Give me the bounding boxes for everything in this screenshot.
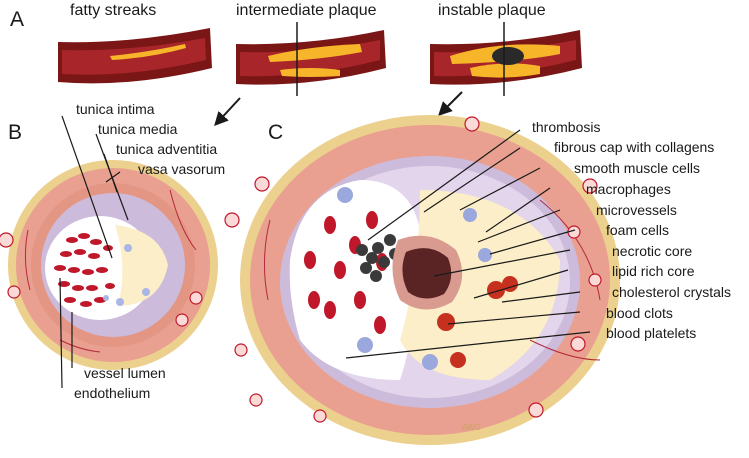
panel-label-c: C xyxy=(268,121,284,144)
stage-title-instable-plaque: instable plaque xyxy=(438,2,546,19)
panel-label-a: A xyxy=(10,8,25,31)
label-fibrous-cap: fibrous cap with collagens xyxy=(554,139,715,155)
label-tunica-media: tunica media xyxy=(98,121,178,137)
cross-section-c xyxy=(240,115,620,445)
stage-title-intermediate-plaque: intermediate plaque xyxy=(236,2,377,19)
label-endothelium: endothelium xyxy=(74,385,151,401)
label-vessel-lumen: vessel lumen xyxy=(84,365,166,381)
label-necrotic-core: necrotic core xyxy=(612,243,693,259)
label-vasa-vasorum: vasa vasorum xyxy=(138,161,226,177)
label-blood-platelets: blood platelets xyxy=(606,325,697,341)
artery-instable-plaque xyxy=(430,22,582,96)
arrow-to-c xyxy=(438,91,463,116)
watermark: AWG xyxy=(462,423,481,432)
stage-title-fatty-streaks: fatty streaks xyxy=(70,2,157,19)
label-lipid-rich-core: lipid rich core xyxy=(612,263,695,279)
label-tunica-intima: tunica intima xyxy=(76,101,155,117)
leaders-b xyxy=(59,115,129,389)
label-thrombosis: thrombosis xyxy=(532,119,601,135)
label-smooth-muscle-cells: smooth muscle cells xyxy=(574,160,701,176)
leaders-c xyxy=(345,129,591,359)
label-tunica-adventitia: tunica adventitia xyxy=(116,141,218,157)
artery-fatty-streaks xyxy=(58,28,212,84)
arrow-to-b xyxy=(214,97,241,127)
panel-label-b: B xyxy=(8,121,23,144)
label-macrophages: macrophages xyxy=(586,181,671,197)
artery-intermediate-plaque xyxy=(236,22,386,96)
label-cholesterol-crystals: cholesterol crystals xyxy=(612,284,732,300)
vasa-vasorum-dots xyxy=(0,116,602,423)
label-foam-cells: foam cells xyxy=(606,222,670,238)
label-microvessels: microvessels xyxy=(596,202,677,218)
label-blood-clots: blood clots xyxy=(606,305,673,321)
cross-section-b xyxy=(8,160,218,370)
